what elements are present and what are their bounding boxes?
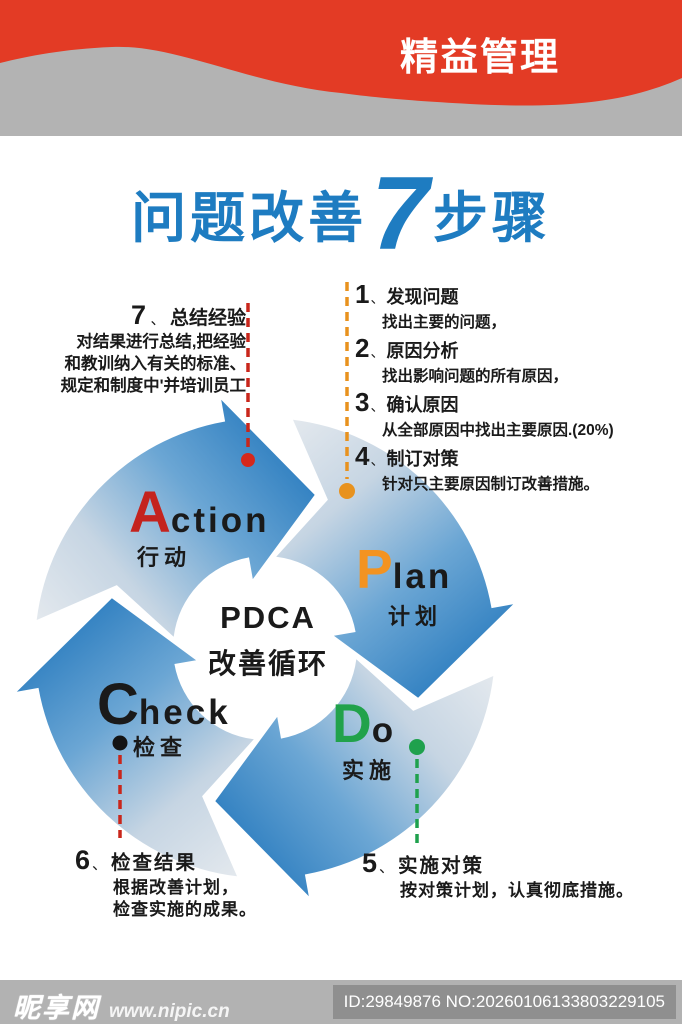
site-logo-url: www.nipic.cn xyxy=(109,1001,230,1022)
label-check-zh: 检查 xyxy=(133,735,188,760)
step-6-line-1: 根据改善计划， xyxy=(113,878,239,897)
step-7-number: 7 xyxy=(131,300,147,330)
title-part1: 问题改善 xyxy=(131,187,368,249)
enum-mark: 、 xyxy=(370,398,385,414)
step-3-number: 3 xyxy=(355,387,370,417)
label-do-initial: D xyxy=(332,692,372,754)
step-1-title: 发现问题 xyxy=(386,287,459,307)
step-3-title: 确认原因 xyxy=(386,395,459,415)
site-logo: 昵享网 www.nipic.cn xyxy=(13,986,230,1024)
step-5-title: 实施对策 xyxy=(398,855,485,877)
enum-mark: 、 xyxy=(92,856,108,873)
label-do: D o 实施 xyxy=(332,696,396,785)
label-check-rest: heck xyxy=(138,693,231,732)
step-6-number: 6 xyxy=(75,845,91,875)
page-title: 问题改善 7 步骤 xyxy=(0,156,682,266)
step-7-line-3: 规定和制度中'并培训员工 xyxy=(60,377,246,395)
label-plan-initial: P xyxy=(356,538,393,600)
step-7-title: 总结经验 xyxy=(169,308,246,329)
label-plan-zh: 计划 xyxy=(388,604,443,629)
step-7-line-1: 对结果进行总结,把经验 xyxy=(76,333,246,351)
label-action-zh: 行动 xyxy=(137,545,192,570)
label-action: A ction 行动 xyxy=(129,484,270,572)
banner-title: 精益管理 xyxy=(400,37,561,79)
step-6-block: 6 、 检查结果 根据改善计划， 检查实施的成果。 xyxy=(75,845,257,920)
title-part2: 步骤 xyxy=(432,187,551,249)
callout-dot-plan xyxy=(339,483,355,499)
steps-1-4-block: 1 、 发现问题 找出主要的问题， 2 、 原因分析 找出影响问题的所有原因， … xyxy=(355,279,614,494)
step-2-detail: 找出影响问题的所有原因， xyxy=(382,368,569,385)
step-3: 3 、 确认原因 从全部原因中找出主要原因.(20%) xyxy=(355,387,614,440)
label-action-initial: A xyxy=(129,480,171,545)
site-logo-name: 昵享网 xyxy=(13,993,100,1023)
step-7-line-2: 和教训纳入有关的标准、 xyxy=(64,355,247,373)
center-text: PDCA 改善循环 xyxy=(150,600,386,682)
enum-mark: 、 xyxy=(370,344,385,360)
step-1: 1 、 发现问题 找出主要的问题， xyxy=(355,279,614,332)
step-1-detail: 找出主要的问题， xyxy=(382,314,507,331)
step-3-detail: 从全部原因中找出主要原因.(20%) xyxy=(382,422,614,439)
step-5-block: 5 、 实施对策 按对策计划，认真彻底措施。 xyxy=(362,848,634,901)
step-5-line-1: 按对策计划，认真彻底措施。 xyxy=(400,881,634,900)
step-6-title: 检查结果 xyxy=(111,852,198,874)
label-check-initial: C xyxy=(97,672,139,737)
enum-mark: 、 xyxy=(379,859,395,876)
callout-dot-step7 xyxy=(241,453,255,467)
title-big-seven: 7 xyxy=(371,156,429,272)
step-2-number: 2 xyxy=(355,333,370,363)
header-banner xyxy=(0,0,682,136)
step-4-title: 制订对策 xyxy=(386,449,459,469)
step-5-number: 5 xyxy=(362,848,378,878)
step-4: 4 、 制订对策 针对只主要原因制订改善措施。 xyxy=(355,441,614,494)
step-6-line-2: 检查实施的成果。 xyxy=(113,900,257,919)
label-action-rest: ction xyxy=(170,501,270,540)
step-7-block: 7 、 总结经验 对结果进行总结,把经验 和教训纳入有关的标准、 规定和制度中'… xyxy=(38,300,246,397)
enum-mark: 、 xyxy=(370,290,385,306)
footer-bar: 昵享网 www.nipic.cn ID:29849876 NO:20260106… xyxy=(0,980,682,1024)
step-4-detail: 针对只主要原因制订改善措施。 xyxy=(382,476,600,493)
label-do-en: D o xyxy=(332,696,396,751)
label-check-en: C heck xyxy=(97,676,231,734)
image-id-badge: ID:29849876 NO:20260106133803229105 xyxy=(332,985,676,1019)
label-plan-rest: lan xyxy=(392,557,453,596)
label-do-zh: 实施 xyxy=(342,758,397,783)
label-action-en: A ction xyxy=(129,484,270,542)
center-pdca: PDCA xyxy=(220,600,316,635)
step-4-number: 4 xyxy=(355,441,370,471)
center-cycle-name: 改善循环 xyxy=(207,648,328,679)
banner-red-wave xyxy=(0,0,682,106)
step-2-title: 原因分析 xyxy=(386,341,459,361)
label-plan-en: P lan xyxy=(356,542,452,597)
callout-dot-do xyxy=(409,739,425,755)
label-do-rest: o xyxy=(371,711,397,750)
step-1-number: 1 xyxy=(355,279,370,309)
step-2: 2 、 原因分析 找出影响问题的所有原因， xyxy=(355,333,614,386)
label-check: C heck 检查 xyxy=(97,676,231,762)
enum-mark: 、 xyxy=(150,311,166,328)
enum-mark: 、 xyxy=(370,452,385,468)
